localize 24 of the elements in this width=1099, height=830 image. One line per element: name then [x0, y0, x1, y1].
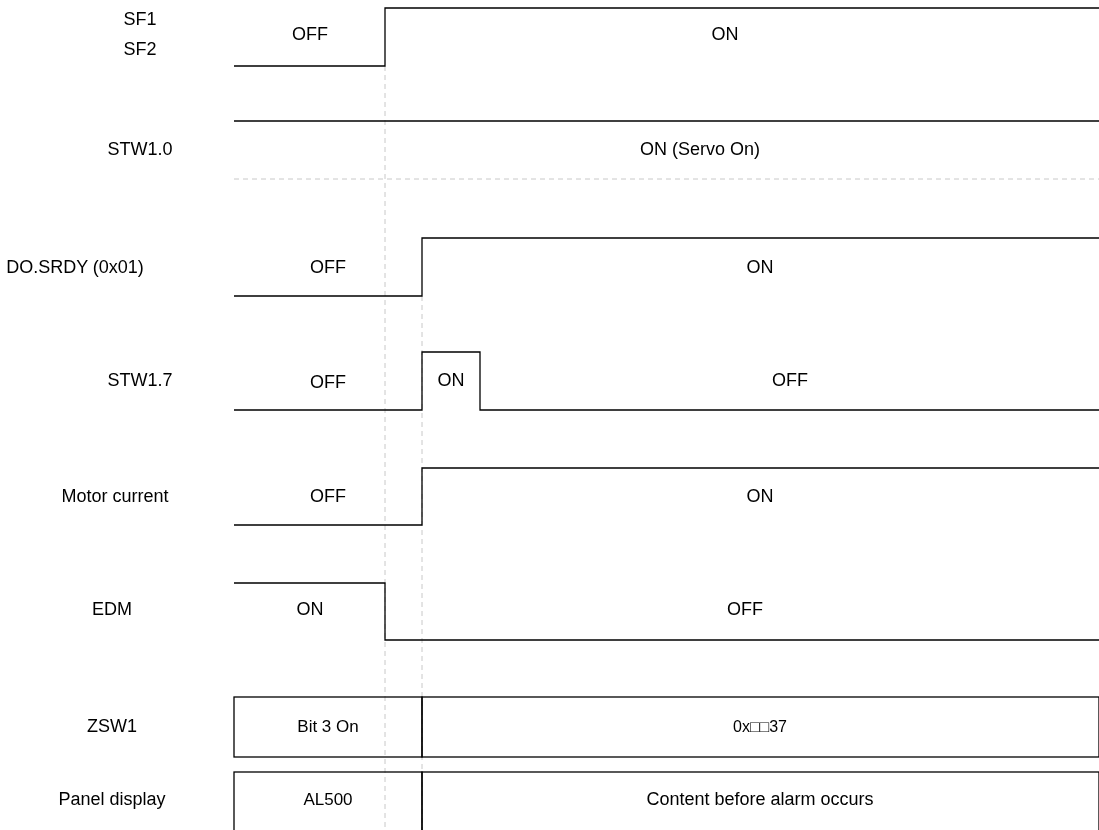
state-label: OFF [292, 23, 328, 47]
state-label: ON [437, 369, 465, 393]
cell-text: 0x□□37 [733, 716, 787, 737]
state-label: ON [746, 485, 774, 509]
state-label: ON [296, 598, 324, 622]
state-label: OFF [772, 369, 808, 393]
signal-name: EDM [92, 598, 132, 622]
state-label: OFF [310, 371, 346, 395]
cell-text: AL500 [303, 789, 353, 811]
state-label: OFF [727, 598, 763, 622]
state-label: OFF [310, 256, 346, 280]
signal-name: STW1.0 [107, 138, 173, 162]
signal-name: Motor current [61, 485, 169, 509]
state-label: ON (Servo On) [640, 138, 760, 162]
signal-name: Panel display [58, 788, 166, 812]
state-label: ON [711, 23, 739, 47]
state-label: ON [746, 256, 774, 280]
signal-name: DO.SRDY (0x01) [6, 256, 144, 280]
state-label: OFF [310, 485, 346, 509]
signal-name: SF1 SF2 [122, 8, 158, 61]
cell-text: Bit 3 On [297, 716, 359, 738]
cell-text: Content before alarm occurs [646, 788, 874, 812]
signal-name: ZSW1 [87, 715, 137, 739]
signal-name: STW1.7 [107, 369, 173, 393]
